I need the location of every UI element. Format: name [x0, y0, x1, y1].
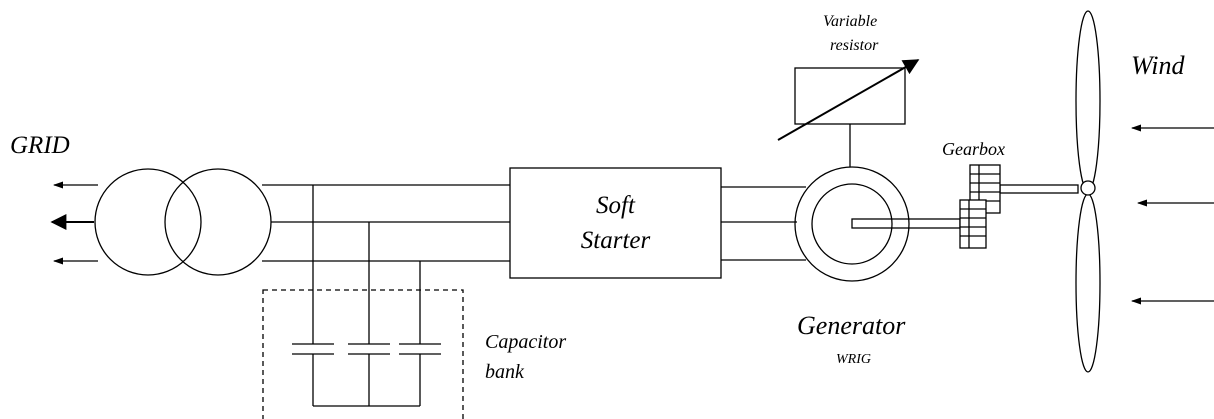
soft-starter-box [509, 167, 722, 279]
generator-feed-lines [721, 186, 806, 261]
variable-resistor-label-line2: resistor [830, 37, 879, 54]
gearbox [959, 164, 1001, 249]
soft-starter-label-line2: Starter [580, 227, 651, 254]
grid-label: GRID [10, 132, 70, 159]
capacitor-bank-label-line2: bank [485, 361, 524, 383]
variable-resistor [777, 59, 920, 141]
variable-resistor-label-line1: Variable [823, 13, 878, 30]
soft-starter-label-line1: Soft [596, 192, 635, 219]
generator-label: Generator [797, 311, 906, 340]
high-speed-shaft [999, 184, 1079, 194]
generator [794, 124, 910, 282]
capacitor-bank-box [262, 289, 464, 419]
wind-label: Wind [1131, 51, 1185, 80]
bus-lines [262, 184, 510, 262]
generator-type-label: WRIG [836, 352, 871, 367]
capacitor-plates [292, 343, 441, 355]
capacitor-connections [312, 185, 421, 407]
gearbox-label: Gearbox [942, 139, 1005, 159]
transformer [94, 168, 272, 276]
turbine-rotor [1075, 10, 1101, 373]
low-speed-shaft [851, 218, 961, 229]
capacitor-bank-label-line1: Capacitor [485, 331, 567, 353]
wind-arrows [1131, 124, 1214, 305]
grid-arrows [50, 181, 98, 265]
